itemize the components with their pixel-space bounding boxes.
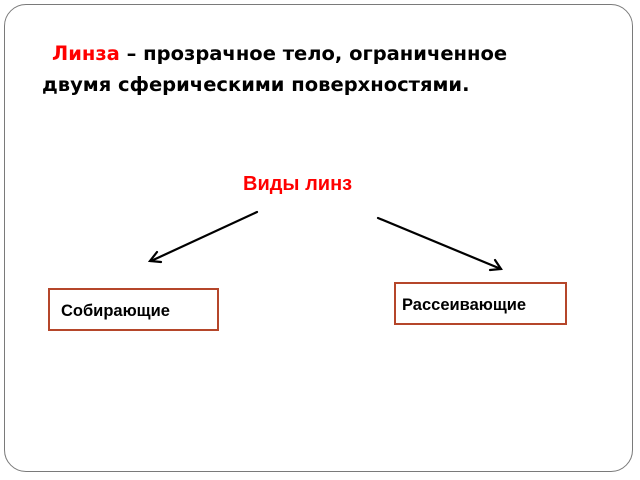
converging-lens-label: Собирающие [61, 302, 170, 320]
definition-line-1: Линза – прозрачное тело, ограниченное [42, 38, 632, 69]
definition-line-2: двумя сферическими поверхностями. [42, 73, 470, 96]
diverging-lens-box: Рассеивающие [394, 282, 567, 325]
term-lens: Линза [52, 42, 120, 65]
diverging-lens-label: Рассеивающие [402, 296, 527, 314]
dash: – [119, 42, 144, 65]
converging-lens-box: Собирающие [48, 288, 219, 331]
lens-types-heading: Виды линз [243, 173, 353, 195]
definition-text: Линза – прозрачное тело, ограниченное дв… [42, 38, 632, 100]
arrow-left-icon [147, 210, 259, 264]
arrow-right-icon [376, 216, 503, 272]
definition-rest: прозрачное тело, ограниченное [143, 42, 508, 65]
slide-frame [4, 4, 633, 472]
